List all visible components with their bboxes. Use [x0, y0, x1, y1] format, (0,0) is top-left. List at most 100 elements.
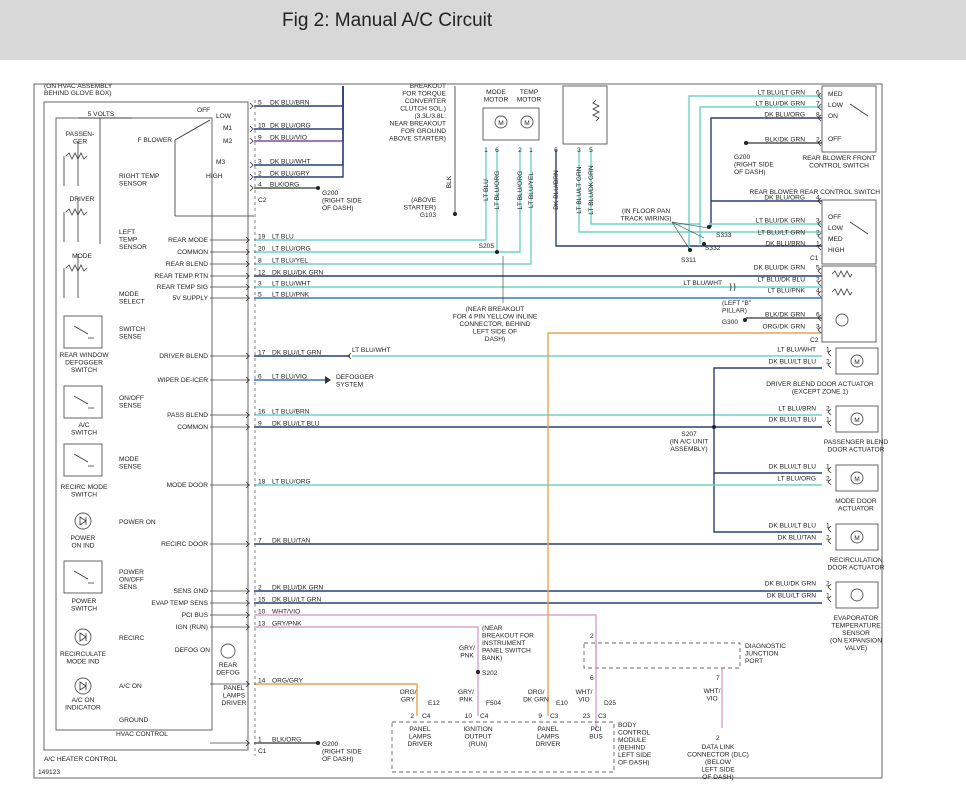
mode-sense-label: SENSE	[119, 464, 142, 471]
recirc-mode-switch-label: SWITCH	[71, 492, 97, 499]
inline-connector	[729, 282, 736, 292]
pin-number: 13	[258, 621, 266, 628]
bcm-function-label: LAMPS	[537, 734, 560, 741]
temp-motor-label: TEMP	[520, 89, 539, 96]
pin-connector-mark	[245, 680, 250, 688]
pin-connector-mark	[817, 220, 822, 228]
recirc-mode-switch-box	[63, 443, 103, 477]
mode-select-label: SELECT	[119, 299, 145, 306]
pin-connector-mark	[827, 595, 832, 603]
bcm-connector: C4	[480, 713, 489, 720]
bcm-label: OF DASH)	[618, 760, 650, 767]
blower-high-label: HIGH	[206, 173, 223, 180]
wire-s207-recirc	[713, 473, 822, 533]
wire-label: ORG/DK GRN	[763, 324, 806, 331]
pin-connector-mark	[245, 352, 250, 360]
actuator-m-label: M	[854, 359, 860, 366]
signal-common: COMMON	[177, 424, 208, 431]
pin-connector-mark	[249, 125, 254, 133]
wire-label: DK BLU/DK GRN	[754, 265, 806, 272]
pin-connector-mark	[817, 279, 822, 287]
left-temp-sensor-label: LEFT	[119, 229, 135, 236]
actuator-motor-symbol	[850, 354, 864, 368]
mode-select-label: MODE	[119, 291, 139, 298]
pin-connector-mark	[817, 232, 822, 240]
wire-label: GRY/PNK	[272, 621, 302, 628]
rear-motor-resistor	[592, 99, 600, 122]
pin-number: 1	[826, 523, 830, 530]
on-off-sense-label: SENSE	[119, 403, 142, 410]
pin-connector-mark	[817, 103, 822, 111]
g200-top-label: G200	[322, 190, 338, 197]
pin-number: 1	[826, 347, 830, 354]
wire-s207-driver	[713, 367, 822, 427]
wire-label: DK BLU/ORG	[764, 112, 805, 119]
pin-connector-mark	[245, 236, 250, 244]
vertical-wire-label: LT BLU/YEL	[528, 172, 535, 208]
pin-number: 9	[258, 135, 262, 142]
signal-rear-blend: REAR BLEND	[166, 261, 208, 268]
wire-label: LT BLU/DK GRN	[756, 101, 805, 108]
left-b-pillar-label: (LEFT "B"	[722, 300, 752, 307]
wire-front-ltblu-dkgrn	[699, 106, 822, 244]
power-on-label: POWER ON	[119, 519, 156, 526]
s205-label: S205	[479, 243, 495, 250]
pin-number: 8	[258, 258, 262, 265]
pin-number: 16	[258, 409, 266, 416]
recirculate-mode-indicator-lamp	[74, 628, 92, 646]
signal-rear-mode: REAR MODE	[168, 237, 209, 244]
pin-connector-mark	[245, 423, 250, 431]
pin-number: 1	[826, 417, 830, 424]
pin-number: 2	[258, 585, 262, 592]
wire-label: LT BLU/LT GRN	[758, 90, 805, 97]
rear-window-defogger-switch-label: REAR WINDOW	[59, 352, 109, 359]
wire-label: LT BLU/BRN	[779, 406, 817, 413]
actuator-box-recirculation-door-actuator	[835, 523, 879, 551]
yellow-connector-note: (NEAR BREAKOUT	[466, 306, 525, 313]
pin-number: 3	[816, 218, 820, 225]
djp-pin-2: 2	[590, 633, 594, 640]
actuator-label-2: ACTUATOR	[838, 506, 874, 513]
g300-label: G300	[722, 319, 738, 326]
actuator-label-3: DOOR ACTUATOR	[828, 565, 885, 572]
pin-number: 2	[258, 171, 262, 178]
bcm-cavity: E10	[556, 700, 568, 707]
pin-connector-mark	[827, 408, 832, 416]
actuator-motor-symbol	[850, 412, 864, 426]
vertical-wire-label: DK BLU/BRN	[553, 170, 560, 210]
pin-number: 10	[258, 123, 266, 130]
ground-label: GROUND	[119, 717, 149, 724]
rear-defog-label: DEFOG	[216, 670, 239, 677]
figure-header: Fig 2: Manual A/C Circuit	[0, 0, 966, 60]
rear-sensor-box	[821, 265, 877, 343]
defogger-system-label: DEFOGGER	[336, 374, 374, 381]
actuator-m-label: M	[854, 476, 860, 483]
s207-label: S207	[681, 431, 697, 438]
signal-5v-supply: 5V SUPPLY	[173, 295, 209, 302]
s207-dot	[712, 425, 716, 429]
power-switch-label: POWER	[72, 598, 97, 605]
bcm-function-label: PCI	[591, 726, 602, 733]
bcm-function-label: LAMPS	[409, 734, 432, 741]
rear-window-defogger-switch-label: SWITCH	[71, 367, 97, 374]
c2-connector-label: C2	[258, 197, 267, 204]
pin-connector-mark	[249, 184, 254, 192]
actuator-box-driver-blend-door-actuator	[835, 347, 879, 375]
right-temp-sensor-label: RIGHT TEMP	[119, 173, 160, 180]
wire-rear-mode	[254, 150, 487, 241]
pin-number: 3	[258, 159, 262, 166]
blower-m1-label: M1	[223, 125, 232, 132]
vertical-wire-label: LT BLU/DK GRN	[588, 165, 595, 214]
pin-number: 1	[529, 147, 533, 154]
pin-connector-mark	[245, 599, 250, 607]
g103-label: G103	[420, 212, 436, 219]
mode-motor-label: MOTOR	[484, 97, 509, 104]
blower-m2-label: M2	[223, 138, 232, 145]
front-blower-switch-box	[821, 85, 877, 153]
rear-position-off: OFF	[828, 214, 841, 221]
wire-label: DK BLU/TAN	[778, 535, 817, 542]
power-onoff-sens-label: ON/OFF	[119, 577, 144, 584]
rear-window-defogger-switch-label: DEFOGGER	[65, 360, 103, 367]
front-blower-switch-label: CONTROL SWITCH	[809, 163, 869, 170]
pin-connector-mark	[817, 197, 822, 205]
